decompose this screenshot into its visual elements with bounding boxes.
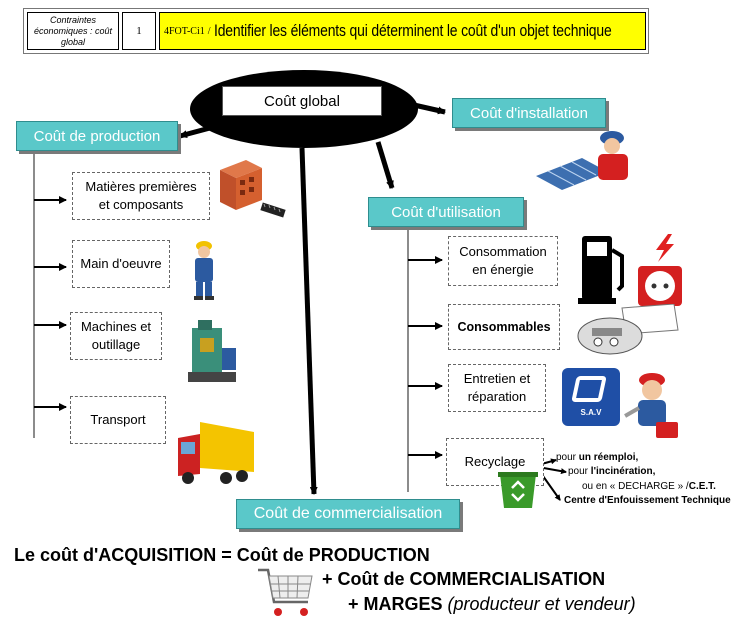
production-box: Coût de production [16, 121, 178, 151]
arrow-to-production [179, 125, 211, 139]
socket-icon [638, 266, 682, 306]
machine-icon [188, 320, 236, 382]
sav-label: S.A.V [580, 408, 602, 417]
item-main-oeuvre: Main d'oeuvre [72, 240, 170, 288]
repairman-icon [624, 373, 678, 438]
header-label: Contraintes économiques : coût global [27, 12, 119, 50]
formula-line-2: + Coût de COMMERCIALISATION [322, 569, 606, 589]
utilisation-box: Coût d'utilisation [368, 197, 524, 227]
header-number: 1 [122, 12, 156, 50]
item-consommables: Consommables [448, 304, 560, 350]
note-incineration: pour l'incinération, [568, 466, 656, 477]
header-code: 4FOT-Ci1 [164, 25, 205, 37]
item-matieres: Matières premières et composants [72, 172, 210, 220]
note-reemploi: pour un réemploi, [556, 452, 639, 463]
shopping-cart-icon [258, 568, 313, 616]
lightning-icon [656, 234, 674, 262]
item-consommation: Consommation en énergie [448, 236, 558, 286]
fuel-pump-icon [578, 236, 624, 304]
sav-logo: S.A.V [562, 368, 620, 426]
brick-icon [220, 160, 262, 210]
item-transport: Transport [70, 396, 166, 444]
recycling-bin-icon [498, 472, 538, 508]
item-machines: Machines et outillage [70, 312, 162, 360]
item-entretien: Entretien et réparation [448, 364, 546, 412]
arrow-to-commercialisation [299, 147, 318, 495]
header-bar: Contraintes économiques : coût global 1 … [23, 8, 649, 54]
note-cet: Centre d'Enfouissement Technique [564, 495, 731, 506]
center-label: Coût global [222, 86, 382, 116]
arrow-to-installation [413, 102, 446, 115]
installer-solar-icon [536, 131, 628, 190]
printer-icon [577, 304, 679, 355]
header-title: Identifier les éléments qui déterminent … [213, 21, 612, 40]
truck-icon [178, 422, 254, 484]
worker-icon [194, 241, 214, 300]
chip-icon [260, 202, 286, 218]
installation-box: Coût d'installation [452, 98, 606, 128]
formula-line-1: Le coût d'ACQUISITION = Coût de PRODUCTI… [14, 545, 430, 565]
header-separator: / [207, 25, 211, 37]
note-decharge: ou en « DECHARGE » /C.E.T. [582, 481, 716, 492]
arrow-to-utilisation [375, 141, 395, 189]
formula-line-3: + MARGES (producteur et vendeur) [348, 594, 636, 614]
header-title-cell: 4FOT-Ci1 / Identifier les éléments qui d… [159, 12, 646, 50]
commercialisation-box: Coût de commercialisation [236, 499, 460, 529]
